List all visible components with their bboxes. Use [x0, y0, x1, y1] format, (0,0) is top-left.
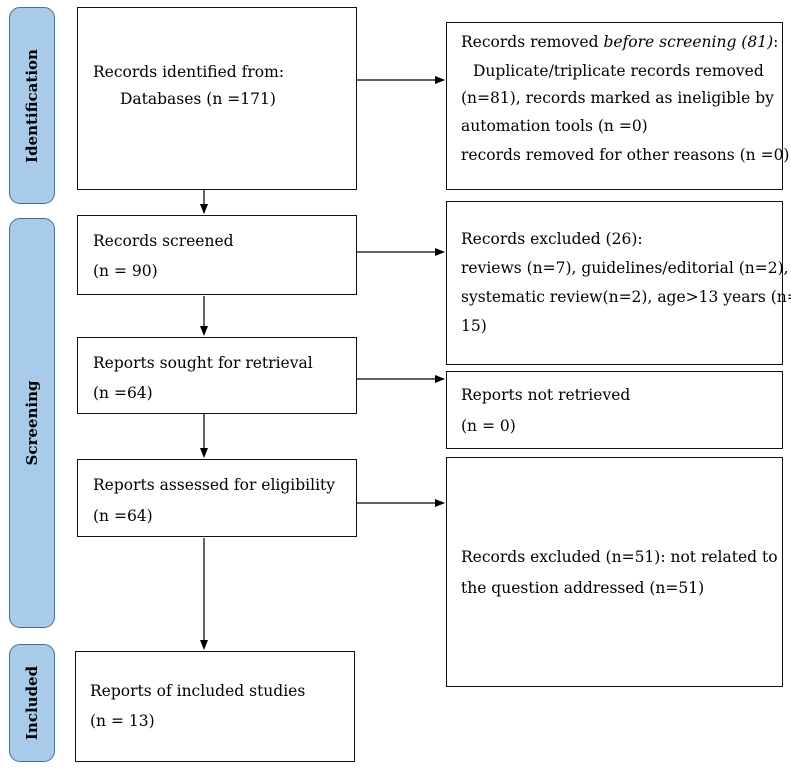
reports-assessed-count: (n =64): [93, 507, 153, 525]
phase-identification: Identification: [9, 7, 55, 204]
phase-included: Included: [9, 644, 55, 762]
reports-sought-title: Reports sought for retrieval: [93, 354, 313, 372]
records-removed-automation: automation tools (n =0): [461, 117, 648, 135]
reports-not-retrieved-title: Reports not retrieved: [461, 386, 631, 404]
records-excluded-ineligible-tail: the question addressed (n=51): [461, 579, 705, 597]
records-excluded-reviews: reviews (n=7), guidelines/editorial (n=2…: [461, 259, 789, 277]
records-removed-title: Records removed before screening (81):: [461, 33, 779, 51]
reports-assessed-box: Reports assessed for eligibility (n =64): [77, 459, 357, 537]
included-studies-count: (n = 13): [90, 712, 155, 730]
reports-sought-box: Reports sought for retrieval (n =64): [77, 337, 357, 414]
records-screened-box: Records screened (n = 90): [77, 215, 357, 295]
reports-not-retrieved-count: (n = 0): [461, 417, 516, 435]
records-screened-count: (n = 90): [93, 262, 158, 280]
records-excluded-title: Records excluded (26):: [461, 230, 643, 248]
records-identified-box: Records identified from: Databases (n =1…: [77, 7, 357, 190]
records-removed-box: Records removed before screening (81): D…: [446, 22, 789, 190]
records-excluded-box: Records excluded (26): reviews (n=7), gu…: [446, 201, 791, 365]
records-removed-duplicates: Duplicate/triplicate records removed: [473, 62, 764, 80]
records-screened-title: Records screened: [93, 232, 234, 250]
reports-sought-count: (n =64): [93, 384, 153, 402]
records-removed-ineligible: (n=81), records marked as ineligible by: [461, 89, 774, 107]
included-studies-box: Reports of included studies (n = 13): [75, 651, 355, 762]
records-identified-title: Records identified from:: [93, 63, 285, 81]
included-studies-title: Reports of included studies: [90, 682, 306, 700]
reports-not-retrieved-box: Reports not retrieved (n = 0): [446, 371, 783, 449]
phase-screening: Screening: [9, 218, 55, 628]
records-excluded-count-tail: 15): [461, 317, 487, 335]
records-excluded-ineligible-reason: Records excluded (n=51): not related to: [461, 548, 778, 566]
records-excluded-systematic: systematic review(n=2), age>13 years (n=: [461, 288, 791, 306]
records-excluded-ineligible-box: Records excluded (n=51): not related to …: [446, 457, 783, 687]
records-removed-other: records removed for other reasons (n =0): [461, 146, 790, 164]
reports-assessed-title: Reports assessed for eligibility: [93, 476, 336, 494]
records-identified-databases: Databases (n =171): [120, 90, 276, 108]
